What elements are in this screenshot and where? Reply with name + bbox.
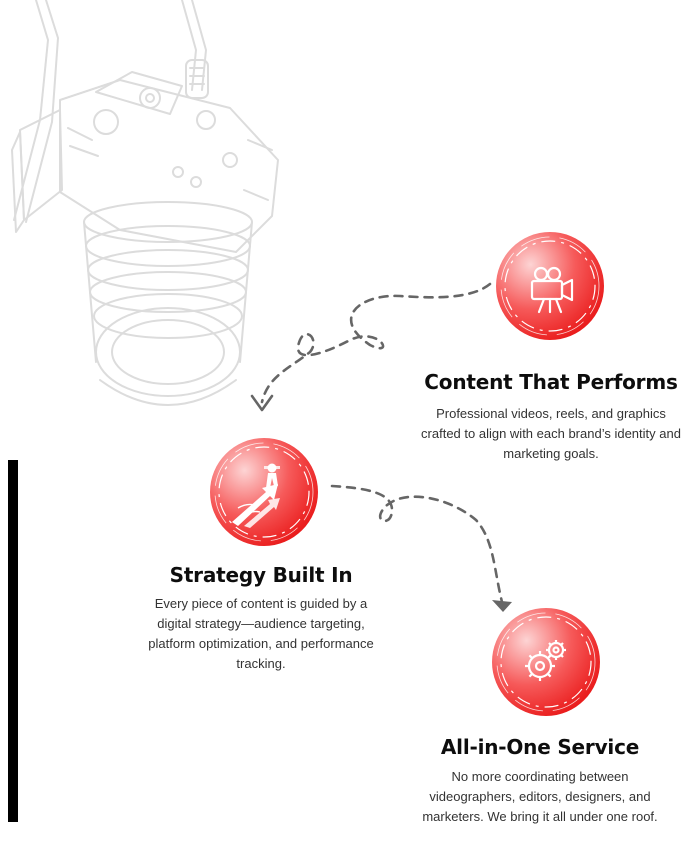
camera-illustration [11,0,279,406]
badge-strategy-built-in [210,438,318,546]
gears-icon [525,640,566,681]
badge-content-that-performs [496,232,604,340]
feature-title-all-in-one-service: All-in-One Service [440,735,640,759]
feature-title-strategy-built-in: Strategy Built In [169,563,353,587]
badge-all-in-one-service [492,608,600,716]
arrowhead-down-left [250,394,274,412]
connector-arrow-1 [260,282,492,404]
feature-title-content-that-performs: Content That Performs [424,370,678,394]
arrowhead-down-right [492,600,512,612]
left-accent-bar [8,460,18,822]
movie-camera-icon [530,266,574,314]
feature-description-all-in-one-service: No more coordinating between videographe… [422,769,658,824]
connector-arrow-2 [330,484,504,604]
feature-description-content-that-performs: Professional videos, reels, and graphics… [421,406,681,461]
feature-description-strategy-built-in: Every piece of content is guided by a di… [148,596,374,671]
climber-on-rising-arrow-icon [232,463,280,528]
